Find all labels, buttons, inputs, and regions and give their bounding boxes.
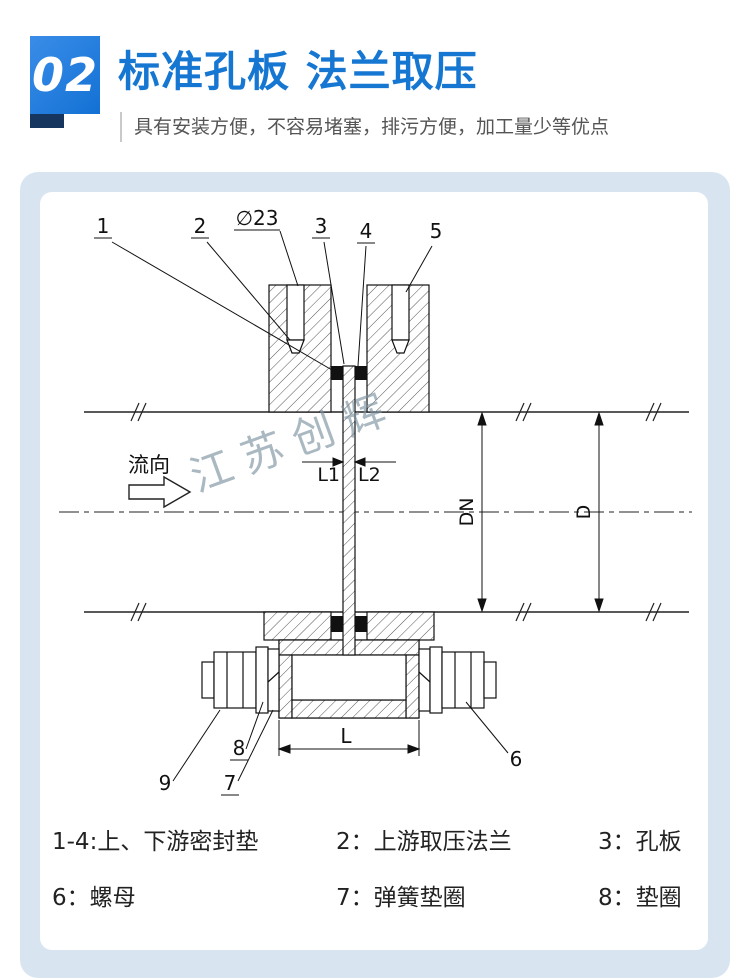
pipe-break-marks [130,402,662,622]
header: 02 标准孔板 法兰取压 具有安装方便，不容易堵塞，排污方便，加工量少等优点 [0,0,750,172]
callouts: 1 2 ∅23 3 4 5 6 7 8 9 [94,206,523,796]
flat-washer-right [429,646,443,714]
left-bolt-set [201,646,280,714]
legend-item: 3：孔板 [598,829,682,855]
section-number-badge: 02 [30,36,100,114]
dim-hole-diameter: ∅23 [236,206,279,230]
nut-right [441,651,485,709]
dim-l1: L1 [317,464,340,486]
dimensions: DN D L1 L2 L [277,411,604,756]
lower-flange-assembly [201,611,497,719]
callout-9: 9 [159,771,172,795]
page-subtitle: 具有安装方便，不容易堵塞，排污方便，加工量少等优点 [120,112,609,142]
legend-item: 7：弹簧垫圈 [336,885,466,911]
callout-4: 4 [360,219,373,243]
right-bolt-set [418,646,497,714]
callout-6: 6 [510,747,523,771]
dim-l2: L2 [358,464,381,486]
spring-washer-left [267,648,280,712]
legend-item: 8：垫圈 [598,885,682,911]
flat-washer-left [255,646,269,714]
dim-dn: DN [456,498,478,527]
legend: 1-4:上、下游密封垫 2：上游取压法兰 3：孔板 6：螺母 7：弹簧垫圈 8：… [52,822,700,912]
upper-tap-flanges [268,284,430,413]
dim-l: L [340,724,352,748]
flow-direction: 流向 [128,453,192,509]
callout-8: 8 [233,736,246,760]
callout-7: 7 [224,771,237,795]
technical-drawing: DN D L1 L2 L [59,206,692,796]
section-number: 02 [31,48,98,102]
orifice-plate [342,365,356,656]
callout-3: 3 [315,214,328,238]
tap-hole-left [286,284,305,341]
callout-2: 2 [194,214,207,238]
callout-1: 1 [97,214,110,238]
legend-item: 2：上游取压法兰 [336,829,512,855]
nut-left [213,651,257,709]
drawing-card: DN D L1 L2 L [40,192,708,950]
callout-5: 5 [430,219,443,243]
page-title: 标准孔板 法兰取压 [118,47,478,96]
dim-d: D [573,505,595,520]
legend-item: 6：螺母 [52,885,136,911]
flow-arrow-icon [128,475,192,509]
tap-hole-right [391,284,410,341]
legend-item: 1-4:上、下游密封垫 [52,829,259,855]
flow-direction-label: 流向 [128,453,170,477]
content-panel: DN D L1 L2 L [20,172,730,978]
